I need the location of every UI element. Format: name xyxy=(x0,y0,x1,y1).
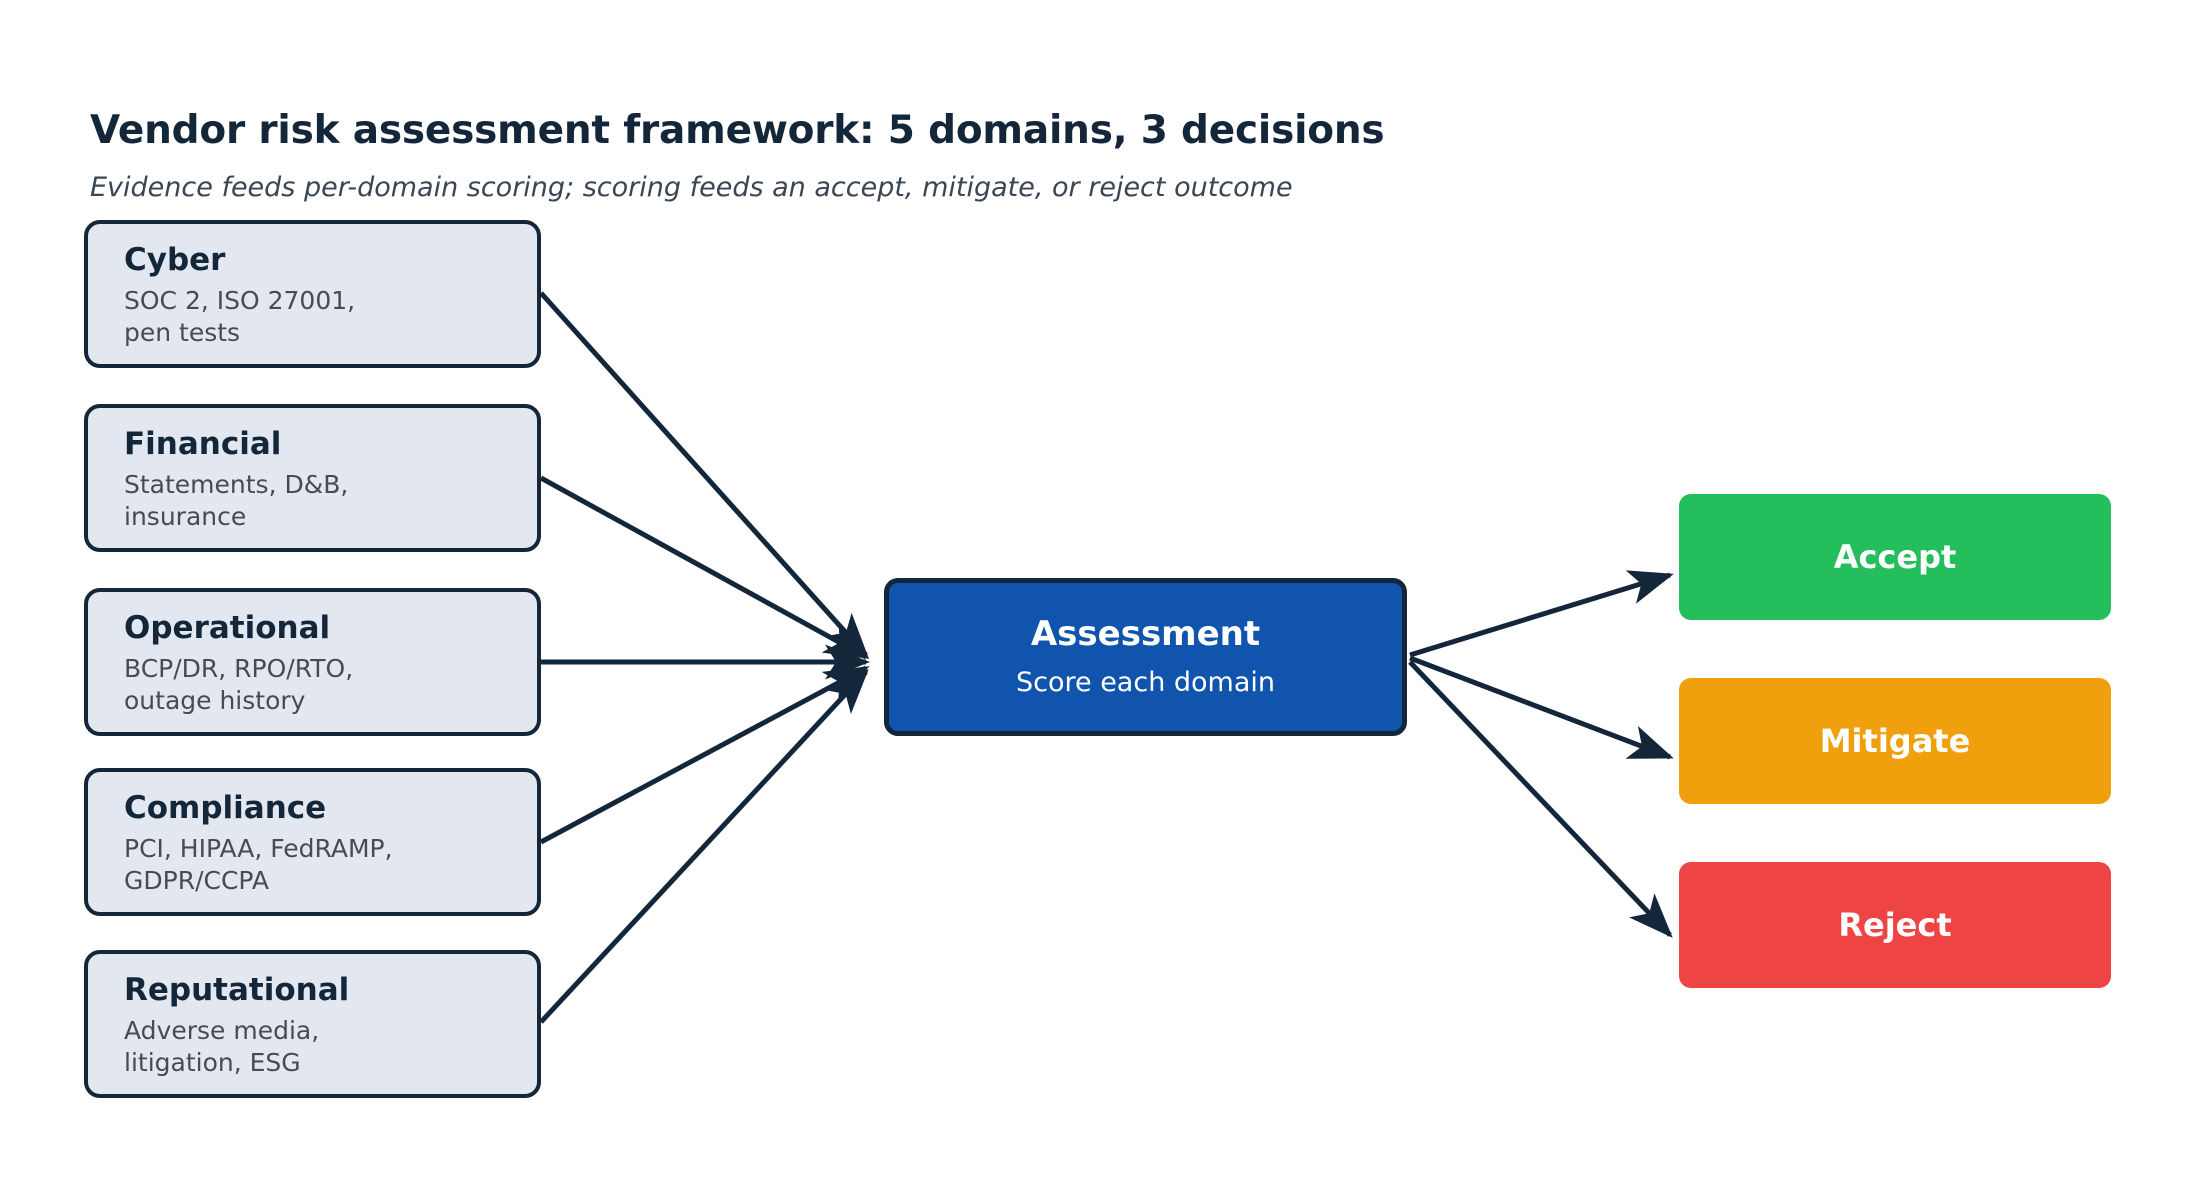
assessment-subtitle: Score each domain xyxy=(1015,667,1276,699)
edge-reputational-to-assessment xyxy=(539,669,869,1024)
domain-box-financial[interactable]: Financial Statements, D&B, insurance xyxy=(84,404,541,552)
domain-title: Financial xyxy=(124,426,282,462)
domain-title: Compliance xyxy=(124,790,327,826)
domain-box-compliance[interactable]: Compliance PCI, HIPAA, FedRAMP, GDPR/CCP… xyxy=(84,768,541,916)
domain-detail: SOC 2, ISO 27001, pen tests xyxy=(124,285,356,347)
domain-detail: Statements, D&B, insurance xyxy=(124,469,349,531)
domain-detail: PCI, HIPAA, FedRAMP, GDPR/CCPA xyxy=(124,833,393,895)
domain-box-cyber[interactable]: Cyber SOC 2, ISO 27001, pen tests xyxy=(84,220,541,368)
domain-detail: BCP/DR, RPO/RTO, outage history xyxy=(124,653,354,715)
decision-label: Accept xyxy=(1833,537,1957,576)
domain-title: Cyber xyxy=(124,242,226,278)
assessment-node[interactable]: Assessment Score each domain xyxy=(884,578,1407,736)
decision-label: Mitigate xyxy=(1819,721,1971,760)
edge-assessment-to-accept xyxy=(1409,570,1674,658)
domain-title: Operational xyxy=(124,610,331,646)
domain-box-operational[interactable]: Operational BCP/DR, RPO/RTO, outage hist… xyxy=(84,588,541,736)
edge-cyber-to-assessment xyxy=(539,291,869,658)
assessment-title: Assessment xyxy=(1030,614,1261,655)
decision-box-reject[interactable]: Reject xyxy=(1679,862,2111,988)
edge-assessment-to-mitigate xyxy=(1409,655,1674,760)
page-subtitle: Evidence feeds per-domain scoring; scori… xyxy=(90,172,1293,203)
edge-compliance-to-assessment xyxy=(539,665,870,845)
domain-title: Reputational xyxy=(124,972,350,1008)
page-title: Vendor risk assessment framework: 5 doma… xyxy=(90,108,1385,153)
edge-financial-to-assessment xyxy=(539,475,870,660)
decision-label: Reject xyxy=(1838,905,1952,944)
decision-box-accept[interactable]: Accept xyxy=(1679,494,2111,620)
domain-box-reputational[interactable]: Reputational Adverse media, litigation, … xyxy=(84,950,541,1098)
domain-detail: Adverse media, litigation, ESG xyxy=(124,1015,320,1077)
edge-assessment-to-reject xyxy=(1408,660,1673,938)
decision-box-mitigate[interactable]: Mitigate xyxy=(1679,678,2111,804)
